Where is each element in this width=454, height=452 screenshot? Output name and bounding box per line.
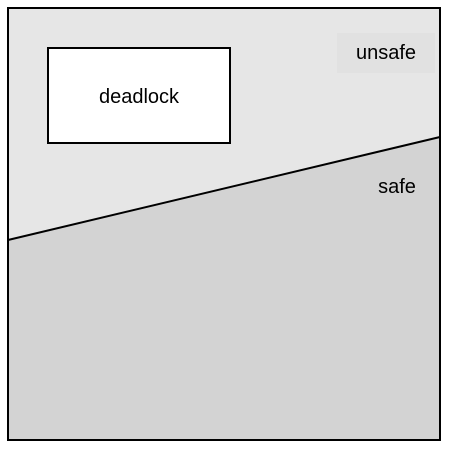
safe-region xyxy=(8,137,440,440)
diagram-frame xyxy=(7,7,441,441)
unsafe-label-background xyxy=(337,33,435,73)
unsafe-label: unsafe xyxy=(356,42,416,64)
safe-label: safe xyxy=(378,176,416,198)
safe-unsafe-boundary-line xyxy=(7,136,441,241)
deadlock-label: deadlock xyxy=(99,86,180,108)
deadlock-region xyxy=(47,47,231,144)
